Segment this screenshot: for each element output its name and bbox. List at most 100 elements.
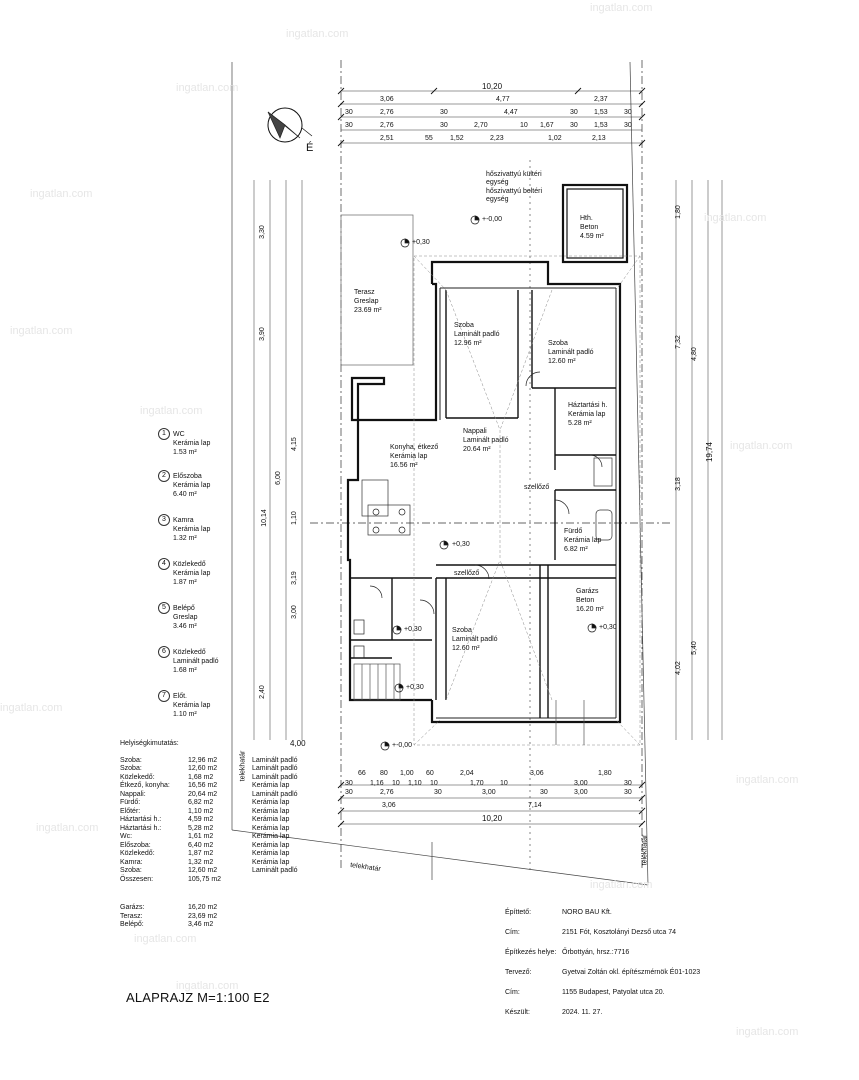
legend-name: WC [173, 431, 185, 438]
room-name: Háztartási h. [568, 402, 608, 409]
watermark: ingatlan.com [704, 212, 767, 224]
room-area: 12.60 m² [452, 645, 480, 652]
vent-label: szellőző [454, 570, 480, 577]
info-value: NORO BAU Kft. [562, 909, 612, 916]
summary-area: 16,56 m2 [188, 782, 218, 789]
plot-boundary-bottom [231, 829, 649, 886]
legend-floor: Kerámia lap [173, 482, 211, 489]
dim-bottom: 1,80 [598, 770, 612, 777]
summary-floor: Kerámia lap [252, 833, 290, 840]
summary-area: 20,64 m2 [188, 790, 218, 798]
summary-name: Terasz: [120, 912, 143, 920]
summary-area: 12,60 m2 [188, 867, 218, 874]
watermark: ingatlan.com [30, 188, 93, 200]
summary-area: 12,60 m2 [188, 765, 218, 772]
vent-label: szellőző [524, 484, 550, 491]
north-label: É [306, 142, 314, 154]
north-arrow-icon [267, 107, 313, 143]
summary-extra-row: Belépő:3,46 m2 [120, 921, 300, 930]
dim-left: 10,14 [260, 509, 268, 527]
dim-bottom: 3,00 [574, 780, 588, 787]
info-label: Cím: [505, 929, 520, 936]
dim-bottom: 1,70 [470, 780, 484, 787]
dim-top: 4,47 [504, 109, 518, 116]
dim-bottom: 3,06 [530, 770, 544, 777]
dim-right: 4,80 [690, 347, 698, 361]
dim-left: 4,00 [290, 739, 306, 748]
terrace-outline [340, 214, 414, 366]
watermark: ingatlan.com [176, 82, 239, 94]
dim-total-width: 10,20 [482, 82, 503, 91]
legend-floor: Kerámia lap [173, 702, 211, 709]
dim-top: 4,77 [496, 96, 510, 103]
legend-area: 3.46 m² [173, 623, 197, 630]
info-label: Készült: [505, 1009, 530, 1016]
summary-floor: Laminált padló [252, 765, 298, 772]
legend-name: Közlekedő [173, 561, 206, 568]
dim-right: 7,32 [674, 335, 682, 349]
level-house-label: +0,30 [404, 626, 422, 633]
plot-boundary-right [629, 61, 649, 886]
summary-row: Előszoba: 6,40 m2 Kerámia lap [120, 842, 300, 851]
room-name: Nappali [463, 428, 487, 435]
dim-top: 1,53 [594, 122, 608, 129]
legend-name: Előt. [173, 693, 188, 700]
watermark: ingatlan.com [590, 879, 653, 891]
summary-floor: Laminált padló [252, 790, 298, 798]
watermark: ingatlan.com [736, 774, 799, 786]
summary-floor: Kerámia lap [252, 850, 290, 857]
legend-area: 1.87 m² [173, 579, 197, 586]
legend-number: 4 [158, 558, 170, 570]
watermark: ingatlan.com [590, 2, 653, 14]
summary-floor: Kerámia lap [252, 841, 290, 849]
room-floor: Kerámia lap [390, 453, 428, 460]
summary-floor: Laminált padló [252, 773, 298, 781]
dim-top: 2,70 [474, 122, 488, 129]
summary-floor: Laminált padló [252, 756, 298, 764]
room-floor: Laminált padló [454, 331, 500, 338]
summary-area: 6,40 m2 [188, 841, 214, 849]
summary-area: 5,28 m2 [188, 824, 214, 832]
room-floor: Beton [576, 597, 595, 604]
dim-bottom: 1,10 [408, 780, 422, 787]
info-label: Építtető: [505, 909, 532, 916]
room-name: Garázs [576, 588, 599, 595]
room-floor: Kerámia lap [564, 537, 602, 544]
dim-right: 5,40 [690, 641, 698, 655]
dim-bottom: 60 [426, 770, 434, 777]
summary-floor: Kerámia lap [252, 824, 290, 832]
legend-number: 6 [158, 646, 170, 658]
legend-name: Előszoba [173, 473, 202, 480]
summary-floor: Laminált padló [252, 867, 298, 874]
legend-name: Belépő [173, 605, 195, 612]
dim-bottom: 10 [500, 780, 508, 787]
summary-name: Belépő: [120, 921, 144, 928]
watermark: ingatlan.com [140, 405, 203, 417]
info-value: 2151 Fót, Kosztolányi Dezső utca 74 [562, 929, 677, 936]
legend-floor: Kerámia lap [173, 440, 211, 447]
dim-left: 3,00 [290, 605, 298, 619]
dim-top: 2,23 [490, 135, 504, 142]
info-value: Őrbottyán, hrsz.:7716 [562, 949, 630, 956]
watermark: ingatlan.com [134, 933, 197, 945]
dim-bottom: 2,76 [380, 789, 394, 796]
summary-area: 4,59 m2 [188, 816, 214, 823]
summary-extra-row: Terasz:23,69 m2 [120, 913, 300, 922]
dim-top: 1,67 [540, 122, 554, 129]
dim-bottom: 30 [345, 789, 353, 796]
dim-bottom: 30 [345, 780, 353, 787]
dim-right: 3,18 [674, 477, 682, 491]
level-house-label: +0,30 [452, 541, 470, 548]
summary-total-row: Összesen:105,75 m2 [120, 876, 300, 885]
dim-bottom: 10 [430, 780, 438, 787]
summary-extra-row: Garázs:16,20 m2 [120, 904, 300, 913]
summary-name: Szoba: [120, 756, 142, 764]
dim-left: 3,19 [290, 571, 298, 585]
watermark: ingatlan.com [286, 28, 349, 40]
room-area: 23.69 m² [354, 307, 382, 314]
summary-name: Előszoba: [120, 841, 151, 849]
dim-bottom: 30 [434, 789, 442, 796]
dim-left: 3,90 [258, 327, 266, 341]
